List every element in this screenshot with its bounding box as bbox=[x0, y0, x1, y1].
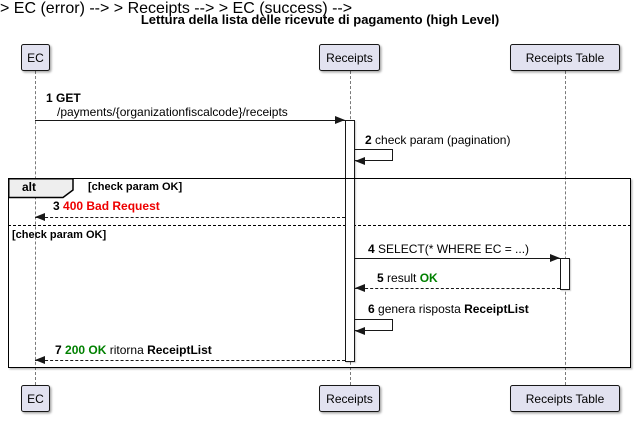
alt-operator-pentagon bbox=[8, 178, 74, 199]
request-path: /payments/{organizationfiscalcode}/recei… bbox=[57, 105, 288, 119]
message-3-arrow bbox=[35, 217, 345, 218]
arrowhead-left-icon bbox=[355, 284, 365, 292]
payload-name: ReceiptList bbox=[147, 343, 212, 357]
alt-guard-else: [check param OK] bbox=[12, 229, 107, 241]
message-4-arrow bbox=[355, 258, 560, 259]
message-6-label: 6 genera risposta ReceiptList bbox=[368, 302, 529, 316]
participant-receipts-bottom: Receipts bbox=[319, 385, 380, 412]
alt-operator-label: alt bbox=[22, 180, 37, 194]
activation-bar-receipts-table bbox=[560, 258, 570, 290]
message-number: 7 bbox=[55, 343, 62, 357]
lifeline-receipts-table bbox=[565, 71, 566, 385]
arrowhead-right-icon bbox=[335, 116, 345, 124]
participant-label: EC bbox=[27, 391, 44, 406]
message-5-label: 5 result OK bbox=[377, 271, 438, 285]
participant-ec-bottom: EC bbox=[21, 385, 50, 412]
message-2-label: 2 check param (pagination) bbox=[365, 133, 510, 147]
message-6-self-arrow bbox=[355, 319, 393, 331]
ok-status-text: OK bbox=[419, 271, 438, 285]
message-number: 6 bbox=[368, 302, 375, 316]
payload-name: ReceiptList bbox=[464, 302, 529, 316]
arrowhead-right-icon bbox=[550, 254, 560, 262]
participant-label: Receipts Table bbox=[525, 50, 605, 65]
message-text: genera risposta bbox=[378, 302, 461, 316]
ok-status-text: 200 OK bbox=[65, 343, 107, 357]
message-text: result bbox=[387, 271, 417, 285]
lifeline-ec bbox=[35, 71, 36, 385]
participant-label: Receipts Table bbox=[525, 391, 605, 406]
message-3-label: 3 400 Bad Request bbox=[53, 199, 160, 213]
message-1-label: 1 GET /payments/{organizationfiscalcode}… bbox=[46, 91, 288, 119]
message-number: 4 bbox=[368, 242, 375, 256]
message-7-arrow bbox=[35, 360, 345, 361]
participant-receipts-top: Receipts bbox=[319, 44, 380, 71]
message-number: 2 bbox=[365, 133, 372, 147]
message-1-arrow bbox=[35, 120, 345, 121]
message-text: ritorna bbox=[109, 343, 144, 357]
activation-bar-receipts bbox=[345, 120, 355, 362]
message-2-self-arrow bbox=[355, 149, 393, 161]
message-text: check param (pagination) bbox=[375, 133, 511, 147]
participant-label: Receipts bbox=[326, 50, 373, 65]
participant-label: EC bbox=[27, 50, 44, 65]
message-5-arrow bbox=[355, 288, 560, 289]
http-verb: GET bbox=[56, 91, 81, 105]
participant-label: Receipts bbox=[326, 391, 373, 406]
message-number: 5 bbox=[377, 271, 384, 285]
participant-receipts-table-bottom: Receipts Table bbox=[510, 385, 620, 412]
participant-ec-top: EC bbox=[21, 44, 50, 71]
diagram-title: Lettura della lista delle ricevute di pa… bbox=[140, 12, 500, 27]
message-number: 3 bbox=[53, 199, 60, 213]
arrowhead-left-icon bbox=[35, 213, 45, 221]
error-status-text: 400 Bad Request bbox=[63, 199, 160, 213]
participant-receipts-table-top: Receipts Table bbox=[510, 44, 620, 71]
message-7-label: 7 200 OK ritorna ReceiptList bbox=[55, 343, 212, 357]
arrowhead-left-icon bbox=[355, 157, 365, 165]
message-text: SELECT(* WHERE EC = ...) bbox=[378, 242, 530, 256]
message-number: 1 bbox=[46, 91, 53, 105]
message-4-label: 4 SELECT(* WHERE EC = ...) bbox=[368, 242, 529, 256]
alt-guard-top: [check param OK] bbox=[88, 181, 183, 193]
arrowhead-left-icon bbox=[355, 327, 365, 335]
alt-divider bbox=[8, 225, 631, 226]
arrowhead-left-icon bbox=[35, 356, 45, 364]
